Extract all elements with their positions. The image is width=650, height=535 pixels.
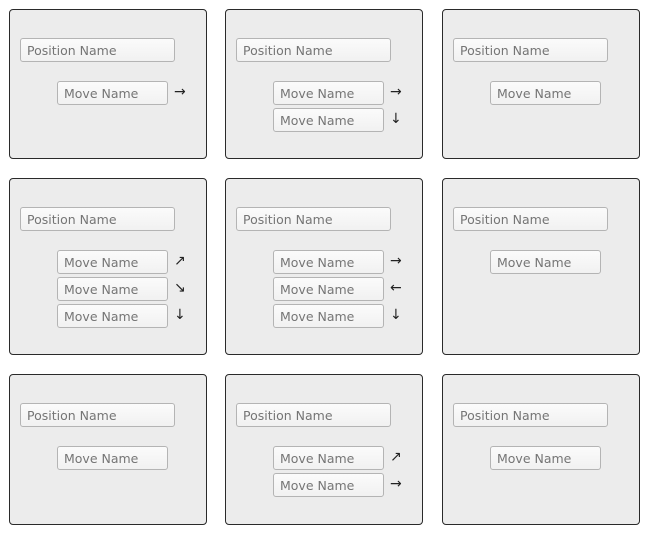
arrow-down-icon[interactable]: ↓: [390, 307, 402, 323]
arrow-right-icon[interactable]: →: [390, 253, 402, 269]
arrow-down-icon[interactable]: ↓: [174, 307, 186, 323]
position-card-1: →: [9, 9, 207, 159]
arrow-right-icon[interactable]: →: [174, 84, 186, 100]
position-name-input[interactable]: [236, 207, 391, 231]
move-name-input[interactable]: [490, 446, 601, 470]
position-name-input[interactable]: [20, 403, 175, 427]
arrow-right-icon[interactable]: →: [390, 476, 402, 492]
position-card-6: [442, 178, 640, 355]
move-name-input[interactable]: [57, 250, 168, 274]
move-name-input[interactable]: [273, 277, 384, 301]
arrow-down-right-icon[interactable]: ↘: [174, 280, 186, 296]
position-name-input[interactable]: [453, 207, 608, 231]
move-name-input[interactable]: [273, 250, 384, 274]
arrow-up-right-icon[interactable]: ↗: [390, 449, 402, 465]
position-card-4: ↗ ↘ ↓: [9, 178, 207, 355]
arrow-up-right-icon[interactable]: ↗: [174, 253, 186, 269]
position-name-input[interactable]: [453, 403, 608, 427]
position-card-2: → ↓: [225, 9, 423, 159]
position-card-3: [442, 9, 640, 159]
move-name-input[interactable]: [273, 304, 384, 328]
position-name-input[interactable]: [236, 38, 391, 62]
move-name-input[interactable]: [273, 108, 384, 132]
move-name-input[interactable]: [273, 473, 384, 497]
arrow-down-icon[interactable]: ↓: [390, 111, 402, 127]
position-card-9: [442, 374, 640, 525]
position-card-8: ↗ →: [225, 374, 423, 525]
position-name-input[interactable]: [453, 38, 608, 62]
move-name-input[interactable]: [490, 81, 601, 105]
move-name-input[interactable]: [57, 446, 168, 470]
position-card-7: [9, 374, 207, 525]
move-name-input[interactable]: [273, 446, 384, 470]
position-name-input[interactable]: [20, 207, 175, 231]
arrow-right-icon[interactable]: →: [390, 84, 402, 100]
position-card-5: → ← ↓: [225, 178, 423, 355]
arrow-left-icon[interactable]: ←: [390, 280, 402, 296]
move-name-input[interactable]: [57, 304, 168, 328]
move-name-input[interactable]: [57, 81, 168, 105]
position-name-input[interactable]: [236, 403, 391, 427]
move-name-input[interactable]: [273, 81, 384, 105]
position-name-input[interactable]: [20, 38, 175, 62]
move-name-input[interactable]: [57, 277, 168, 301]
move-name-input[interactable]: [490, 250, 601, 274]
